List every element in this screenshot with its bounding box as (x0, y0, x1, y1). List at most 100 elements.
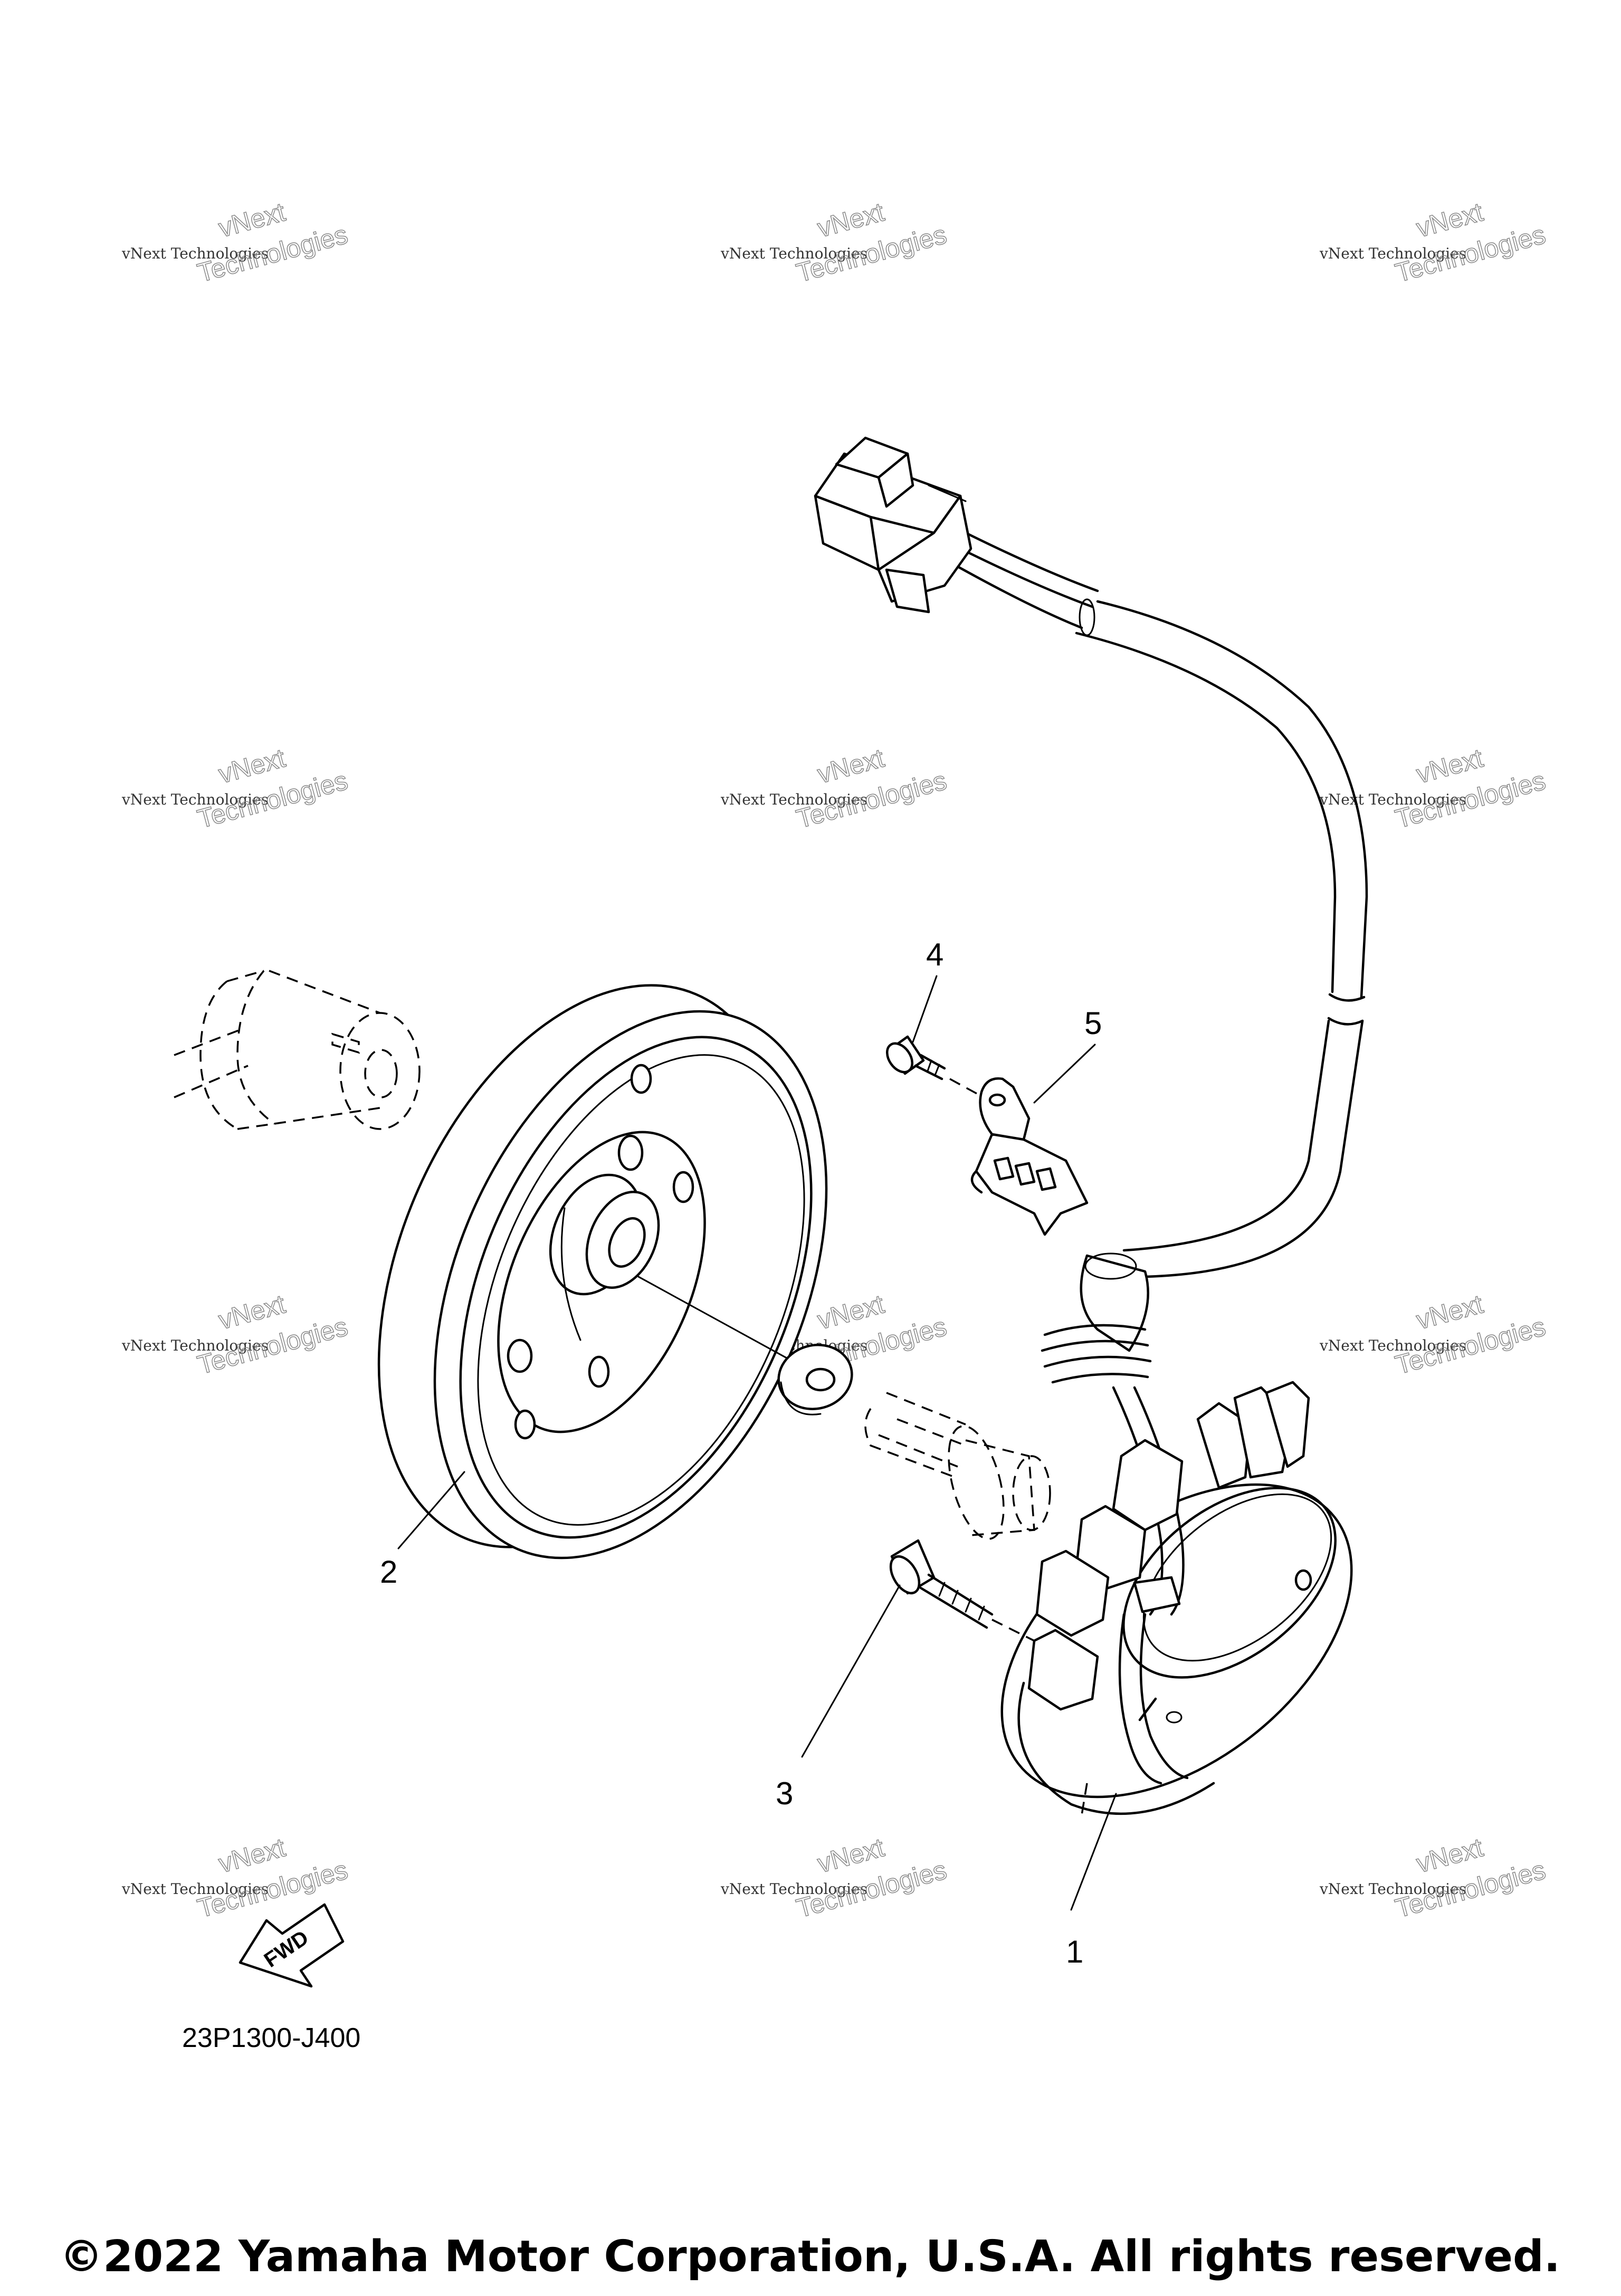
callout-1: 1 (1066, 1934, 1083, 1969)
grommet-rib (1043, 1324, 1147, 1336)
rotor-rivet (617, 1134, 644, 1171)
harness-sheath-lower (1122, 1019, 1330, 1252)
crankshaft-phantom (237, 1123, 275, 1130)
watermark: vNext Technologies vNext Technologies (121, 197, 351, 289)
rotor-rivet (630, 1064, 652, 1094)
crankshaft-phantom (236, 970, 275, 1125)
stator-screw (889, 1539, 1035, 1642)
coupler-connector (814, 436, 972, 614)
bolt-thread-phantom (897, 1418, 966, 1447)
svg-text:vNext: vNext (215, 197, 288, 243)
svg-text:vNext: vNext (814, 1289, 887, 1335)
watermark: vNext Technologies vNext Technologies (1319, 1832, 1549, 1924)
watermark: vNext Technologies vNext Technologies (720, 197, 950, 289)
rotor-axis-line (637, 1276, 803, 1367)
bolt-head-face-phantom (1012, 1455, 1051, 1531)
crankshaft-phantom (199, 980, 238, 1130)
stator-coil-pole (1027, 1629, 1099, 1711)
wire-harness (943, 526, 1368, 1616)
leader-line-5 (1033, 1044, 1096, 1104)
svg-text:vNext: vNext (215, 1832, 288, 1878)
crankshaft-phantom (274, 1107, 380, 1125)
svg-text:vNext Technologies: vNext Technologies (720, 245, 867, 262)
connector-lock-tab (885, 568, 930, 614)
clamp-body (975, 1133, 1089, 1236)
stator-assembly (1000, 1381, 1353, 1815)
svg-text:vNext: vNext (814, 743, 887, 789)
screw-thread (938, 1582, 985, 1621)
crankshaft-phantom (174, 1028, 243, 1056)
svg-text:vNext: vNext (215, 1289, 288, 1335)
washer-ring (777, 1344, 853, 1410)
bolt-head-phantom (965, 1439, 1035, 1536)
clamp-slot (993, 1156, 1015, 1181)
harness-break (1327, 1017, 1364, 1026)
rotor-disc (497, 1131, 706, 1433)
screw-axis (991, 1619, 1035, 1642)
rotor-rivet (514, 1409, 536, 1440)
grommet-rib (1051, 1373, 1149, 1384)
lead-wire-clamp (970, 1077, 1089, 1236)
clamp-screw (885, 1035, 979, 1096)
harness-sheath (1075, 632, 1337, 993)
rotor-rivet (588, 1355, 610, 1388)
harness-break (1328, 993, 1366, 1002)
clamp-slot (1014, 1162, 1036, 1186)
rotor-hub-face (585, 1191, 660, 1289)
clamp-screw-shank (914, 1064, 943, 1080)
screw-shank (919, 1586, 988, 1629)
clamp-screw-thread (927, 1059, 940, 1076)
stator-lead-tick (1138, 1697, 1157, 1721)
stator-coil-pole (1265, 1381, 1310, 1468)
watermark: vNext Technologies vNext Technologies (121, 743, 351, 835)
svg-text:vNext: vNext (1413, 743, 1486, 789)
screw-head-face (889, 1555, 921, 1594)
stator-lead-inner (1139, 1613, 1189, 1780)
rotor-inner-lip (477, 1054, 805, 1526)
svg-text:vNext Technologies: vNext Technologies (1319, 791, 1466, 808)
stator-coil-pole (1112, 1439, 1184, 1532)
watermark: vNext Technologies vNext Technologies (1319, 197, 1549, 289)
rotor-rivet (507, 1338, 533, 1373)
connector-latch-side (877, 452, 914, 508)
svg-text:vNext: vNext (814, 197, 887, 243)
clamp-screw-head-face (885, 1042, 914, 1074)
grommet-opening (1084, 1252, 1137, 1280)
screw-shank (927, 1573, 994, 1616)
callout-labels: 1 2 3 4 5 (380, 937, 1102, 1969)
crankshaft-phantom (226, 970, 264, 982)
grommet (1080, 1254, 1149, 1352)
svg-text:vNext Technologies: vNext Technologies (720, 791, 867, 808)
rotor-bolt (864, 1392, 1051, 1540)
svg-text:vNext Technologies: vNext Technologies (720, 1880, 867, 1898)
svg-text:vNext Technologies: vNext Technologies (1319, 1880, 1466, 1898)
crankshaft-phantom-end (339, 1012, 421, 1130)
callout-4: 4 (926, 937, 943, 972)
grommet-rib (1041, 1340, 1149, 1352)
stator-lead-inner (1118, 1613, 1162, 1785)
stator-coil-pole (1035, 1549, 1110, 1637)
leader-lines (397, 975, 1117, 1911)
harness-wire (948, 542, 1094, 608)
watermark: vNext Technologies vNext Technologies (1319, 743, 1549, 835)
watermark-layer: vNext Technologies vNext Technologies vN… (121, 197, 1549, 1924)
crankshaft-end (174, 970, 421, 1130)
washer (777, 1344, 853, 1415)
svg-text:vNext Technologies: vNext Technologies (1319, 1337, 1466, 1354)
leader-line-4 (912, 975, 938, 1043)
rotor-hub-bore (608, 1217, 646, 1268)
watermark: vNext Technologies vNext Technologies (121, 1289, 351, 1381)
rotor-outer-rim-front (433, 1010, 828, 1560)
watermark: vNext Technologies vNext Technologies (720, 1832, 950, 1924)
leader-line-2 (397, 1471, 465, 1549)
bolt-flange-phantom (948, 1425, 1005, 1540)
harness-wire (953, 526, 1099, 592)
stator-inner-ring (1122, 1487, 1337, 1679)
crankshaft-key (331, 1032, 360, 1054)
copyright-notice: ©2022 Yamaha Motor Corporation, U.S.A. A… (60, 2232, 1560, 2282)
watermark: vNext Technologies vNext Technologies (720, 743, 950, 835)
diagram-code: 23P1300-J400 (182, 2023, 360, 2053)
clamp-slot (1035, 1167, 1057, 1191)
svg-text:vNext: vNext (215, 743, 288, 789)
